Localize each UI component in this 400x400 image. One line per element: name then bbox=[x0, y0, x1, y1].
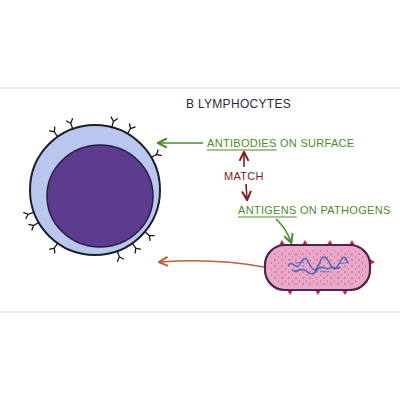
label: ANTIBODIES ON SURFACE bbox=[207, 137, 355, 150]
leader-arrow bbox=[159, 142, 203, 144]
diagram-title: B LYMPHOCYTES bbox=[186, 98, 291, 111]
antibody bbox=[117, 251, 124, 262]
underline bbox=[207, 149, 277, 150]
binding-arrow bbox=[160, 261, 264, 267]
antibody bbox=[151, 149, 161, 157]
antibodies bbox=[23, 117, 161, 262]
antibody bbox=[49, 243, 58, 253]
antibody bbox=[49, 127, 58, 137]
b-cell bbox=[30, 125, 160, 255]
antibody bbox=[128, 123, 136, 133]
match-arrow bbox=[246, 184, 247, 199]
match-arrow bbox=[243, 153, 245, 167]
antibody bbox=[23, 212, 34, 219]
underline bbox=[238, 216, 297, 217]
leader-arrow bbox=[276, 219, 291, 242]
antibody bbox=[28, 223, 38, 231]
antibody bbox=[111, 117, 118, 128]
antibody bbox=[132, 243, 141, 253]
frame-line bbox=[0, 312, 400, 313]
pathogen bbox=[265, 240, 375, 295]
label: ANTIGENS ON PATHOGENS bbox=[238, 204, 391, 217]
frame-line bbox=[0, 88, 400, 89]
nucleus bbox=[47, 145, 153, 247]
antibody bbox=[145, 232, 155, 241]
antibody bbox=[66, 118, 73, 129]
match-label: MATCH bbox=[224, 170, 264, 183]
